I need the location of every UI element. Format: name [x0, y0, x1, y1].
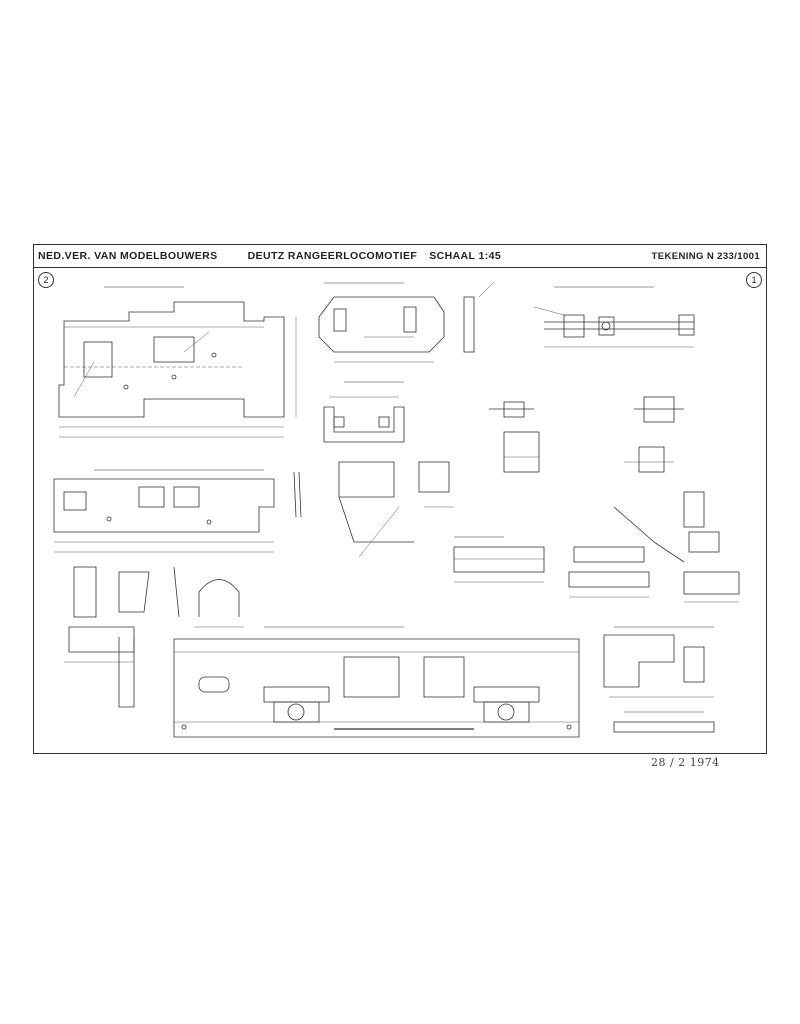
chassis-plan-view	[58, 286, 297, 438]
chassis-elevation	[173, 626, 580, 738]
small-parts-lower-left	[64, 566, 244, 708]
organisation-name: NED.VER. VAN MODELBOUWERS	[38, 250, 218, 262]
bogie-rear	[473, 686, 540, 723]
drawing-number: TEKENING N 233/1001	[651, 250, 760, 262]
scale-label: SCHAAL 1:45	[429, 250, 502, 262]
frame-section-detail	[338, 461, 454, 558]
side-frame-elevation	[53, 469, 302, 553]
sheet-mark-right: 1	[746, 272, 762, 288]
drawing-sheet: NED.VER. VAN MODELBOUWERS DEUTZ RANGEERL…	[33, 244, 767, 754]
handwritten-date: 28 / 2 1974	[651, 756, 720, 769]
linkage-rod-detail	[533, 286, 695, 348]
bogie-front	[263, 686, 330, 723]
title-block: NED.VER. VAN MODELBOUWERS DEUTZ RANGEERL…	[34, 245, 766, 268]
step-plate-detail	[603, 626, 715, 733]
sheet-mark-left: 2	[38, 272, 54, 288]
base-plate-detail	[453, 536, 650, 598]
bracket-detail	[318, 281, 495, 363]
fitting-details	[489, 396, 684, 473]
technical-drawing	[53, 281, 740, 738]
locomotive-title: DEUTZ RANGEERLOCOMOTIEF	[247, 250, 418, 262]
clamp-detail	[323, 381, 405, 443]
coupling-detail	[613, 491, 740, 603]
